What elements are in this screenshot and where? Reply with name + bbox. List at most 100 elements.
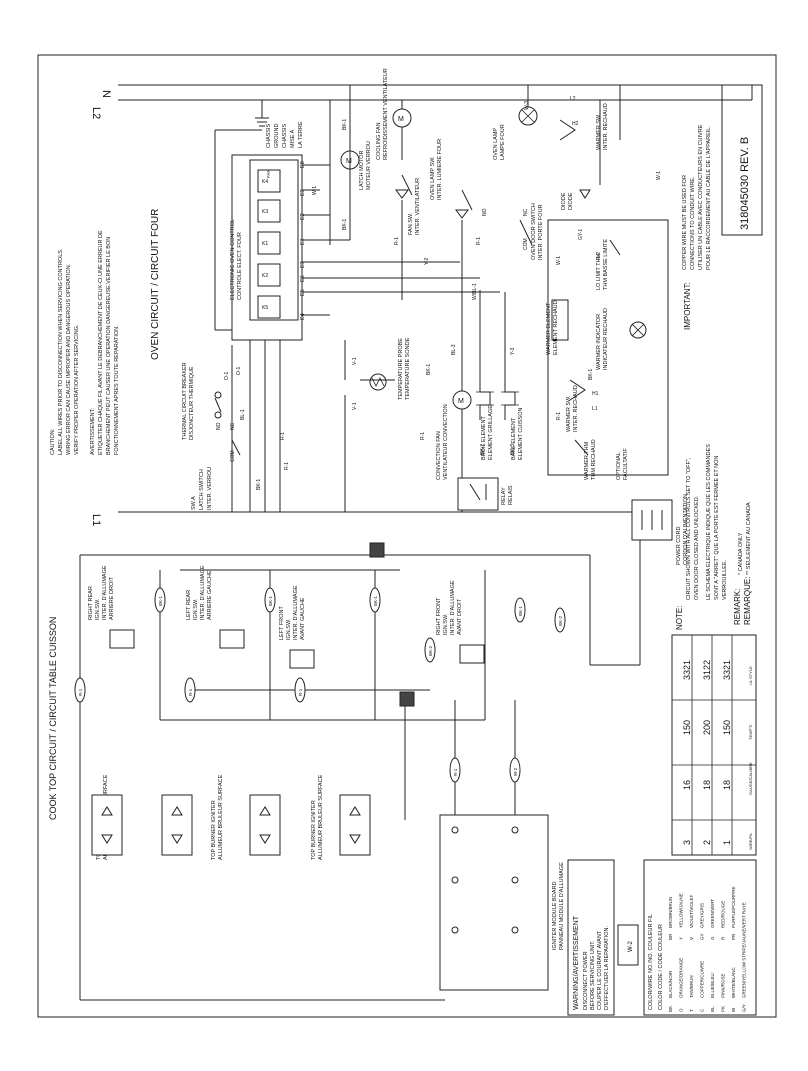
oven-circuit-title: OVEN CIRCUIT / CIRCUIT FOUR	[150, 209, 161, 360]
convection-fan-label-2: VENTILATEUR CONVECTION	[443, 404, 449, 480]
chassis-5: LA TERRE	[298, 121, 304, 148]
note-line-1: CIRCUIT SHOWN WITH ALL CONTROLS SET TO "…	[686, 457, 692, 600]
latch-switch-label-2: LATCH SWITCH	[199, 469, 205, 510]
wire-tag-bk12: BK-1	[518, 605, 523, 616]
igniter-3-label-1: TOP BURNER IGNITER	[311, 800, 317, 860]
right-front-label-1: RIGHT FRONT	[436, 597, 442, 635]
wire-tag-bk5: BK-2	[480, 444, 486, 455]
relay-k2-coil	[257, 263, 281, 287]
lo-limit-label-2: THM BASSE LIMITE	[603, 239, 609, 290]
wire-tag-w6: W-2	[513, 767, 518, 776]
oven-lamp-switch: OVEN LAMP SW. INTER. LUMIERE FOUR	[430, 139, 473, 262]
wire-table-cell-wire: 3	[682, 840, 692, 845]
left-front-label-2: IGN.SW.	[286, 618, 292, 640]
note-title: NOTE:	[675, 606, 684, 630]
cooktop-wiring	[79, 540, 641, 1001]
splice-bottom	[399, 691, 415, 707]
color-code-2: BR	[668, 933, 673, 940]
thermal-breaker-label-2: DISJONCTEUR THERMIQUE	[189, 366, 195, 440]
wire-tag-r4: R-1	[420, 432, 426, 440]
ign-switch-left-rear: LEFT REAR IGN.SW. INTER. D'ALLUMAGE ARRI…	[186, 565, 245, 649]
wire-tag-r5: R-1	[556, 412, 562, 420]
caution-line-7: BRANCHEMENT PEUT CAUSER UNE OPERATION DA…	[106, 237, 112, 455]
eoc-term-e4: E4	[300, 313, 306, 320]
eoc-label-1: ELECTRONIC OVEN CONTROL	[230, 219, 236, 300]
warmer-sw-h2: H2	[572, 121, 579, 127]
warmer-sw-top-label-1: WARMER SW.	[596, 113, 602, 150]
wire-tag-y1: Y-2	[424, 257, 430, 265]
oven-lamp-sw-label-1: OVEN LAMP SW.	[430, 156, 436, 200]
svg-text:M: M	[458, 398, 464, 405]
wire-tag-v2: V-1	[352, 402, 358, 410]
color-code: O	[679, 1008, 684, 1012]
wire-spec-table	[671, 634, 757, 856]
warmer-element-label-1: WARMER ELEMENT	[546, 302, 552, 355]
right-rear-label-2: IGN.SW.	[95, 598, 101, 620]
relay-k1-label: K1	[262, 241, 268, 247]
caution-line-5: AVERTISSEMENT:	[90, 408, 96, 455]
important-title: IMPORTANT:	[683, 282, 692, 330]
igniter-2: TOP BURNER IGNITER ALLUMEUR BRULEUR SURF…	[211, 774, 281, 860]
color-code-2: R	[721, 936, 726, 940]
color-code-2: V	[689, 937, 694, 940]
wire-table-cell-wire: 2	[702, 840, 712, 845]
chassis-ground: CHASSIS GROUND CHASSIS MISE A LA TERRE	[255, 100, 304, 148]
thermal-circuit-breaker: THERMAL CIRCUIT BREAKER DISJONCTEUR THER…	[182, 362, 230, 440]
wire-tag-r7: R-1	[284, 462, 290, 470]
igniter-module-board: IGNITER MODULE BOARD PANNEAU MODULE D'AL…	[439, 814, 565, 991]
color-name: COPPER/CUIVRE	[700, 961, 705, 998]
fan-sw-label-1: FAN SW.	[408, 212, 414, 235]
door-switch-label-2: INTER. PORTE FOUR	[538, 204, 544, 260]
left-front-label-1: LEFT FRONT	[279, 606, 285, 640]
color-code-rows: BKBLACK/NOIRBRBROWN/BRUNOORANGE/ORANGEYY…	[668, 886, 747, 1012]
diode-label-1: DIODE	[561, 192, 567, 210]
right-rear-label-3: INTER. D'ALLUMAGE	[102, 565, 108, 620]
wire-table-header-temp: TEMP°C	[748, 724, 753, 740]
wire-tag-bk2: BK-1	[342, 119, 348, 130]
color-name-2: BROWN/BRUN	[668, 897, 673, 928]
color-name: BLACK/NOIR	[668, 970, 673, 998]
relay-k5-label: K5	[262, 305, 268, 311]
wire-tag-r9: R-1	[188, 688, 193, 696]
broil-label-2: ELEMENT GRILLAGE	[488, 405, 494, 460]
rail-l1-label: L1	[90, 514, 102, 526]
eoc-term-e6: E6	[300, 275, 306, 282]
latch-switch: SW.A LATCH SWITCH INTER. VERROU NO NC CO…	[191, 366, 286, 510]
caution-line-3: WIRING ERROR CAN CAUSE IMPROPER AND DANG…	[66, 263, 72, 455]
temp-probe-label-2: TEMPERATURE SONDE	[405, 337, 411, 400]
convection-fan: M CONVECTION FAN VENTILATEUR CONVECTION	[436, 262, 472, 512]
igniter-4	[91, 794, 123, 856]
warning-line-2: BEFORE SERVICING UNIT.	[590, 940, 596, 1010]
wire-tag-bk3: BK-1	[342, 219, 348, 230]
chassis-2: GROUND	[274, 124, 280, 148]
important-line-4: POUR LE RACCORDEMENT AU CABLE DE L'APPAR…	[706, 126, 712, 270]
eoc-term-e5: E5	[300, 289, 306, 296]
bake-label-2: ELEMENT CUISSON	[518, 408, 524, 460]
color-header-1: COLOR/WIRE NO./NO. COULEUR FIL	[648, 914, 654, 1010]
eoc-term-e3: E3	[300, 189, 306, 196]
warmer-indicator-label-1: WARMER INDICATOR	[596, 314, 602, 370]
cooling-fan: M COOLING FAN REFROIDISSEMENT VENTILATEU…	[376, 68, 412, 160]
wire-tag-bk13: BK-2	[558, 615, 563, 626]
wire-tag-o2: O-1	[236, 366, 242, 375]
door-no: NO	[482, 208, 488, 216]
warning-line-1: DISCONNECT POWER	[583, 951, 589, 1010]
power-cord: POWER CORD CORDON D'ALIMENTATION	[631, 494, 689, 565]
bake-element: BAKE ELEMENT ELEMENT CUISSON	[501, 292, 524, 460]
igniter-2-label-2: ALLUMEUR BRULEUR SURFACE	[218, 774, 224, 860]
caution-line-8: FONCTIONNEMENT APRES TOUTE REPARATION.	[114, 325, 120, 455]
power-cord-label-2: CORDON D'ALIMENTATION	[683, 494, 689, 565]
color-name-2: VIOLET/VIOLET	[689, 894, 694, 928]
relay-label-1: RELAY	[501, 487, 507, 505]
caution-line-2: LABEL ALL WIRES PRIOR TO DISCONNECTION W…	[58, 248, 64, 455]
wire-table-cell-temp: 150	[722, 720, 732, 735]
fan-switch: FAN SW. INTER. VENTILATEUR	[395, 174, 421, 300]
latch-no: NO	[216, 422, 222, 430]
ign-switch-left-front: LEFT FRONT IGN.SW. INTER. D'ALLUMAGE AVA…	[279, 585, 315, 669]
color-code: W	[731, 1007, 736, 1012]
splice-top	[369, 542, 385, 558]
warmer-element	[551, 299, 569, 341]
chassis-4: MISE A	[290, 129, 296, 148]
wire-tag-r10: R-1	[298, 688, 303, 696]
